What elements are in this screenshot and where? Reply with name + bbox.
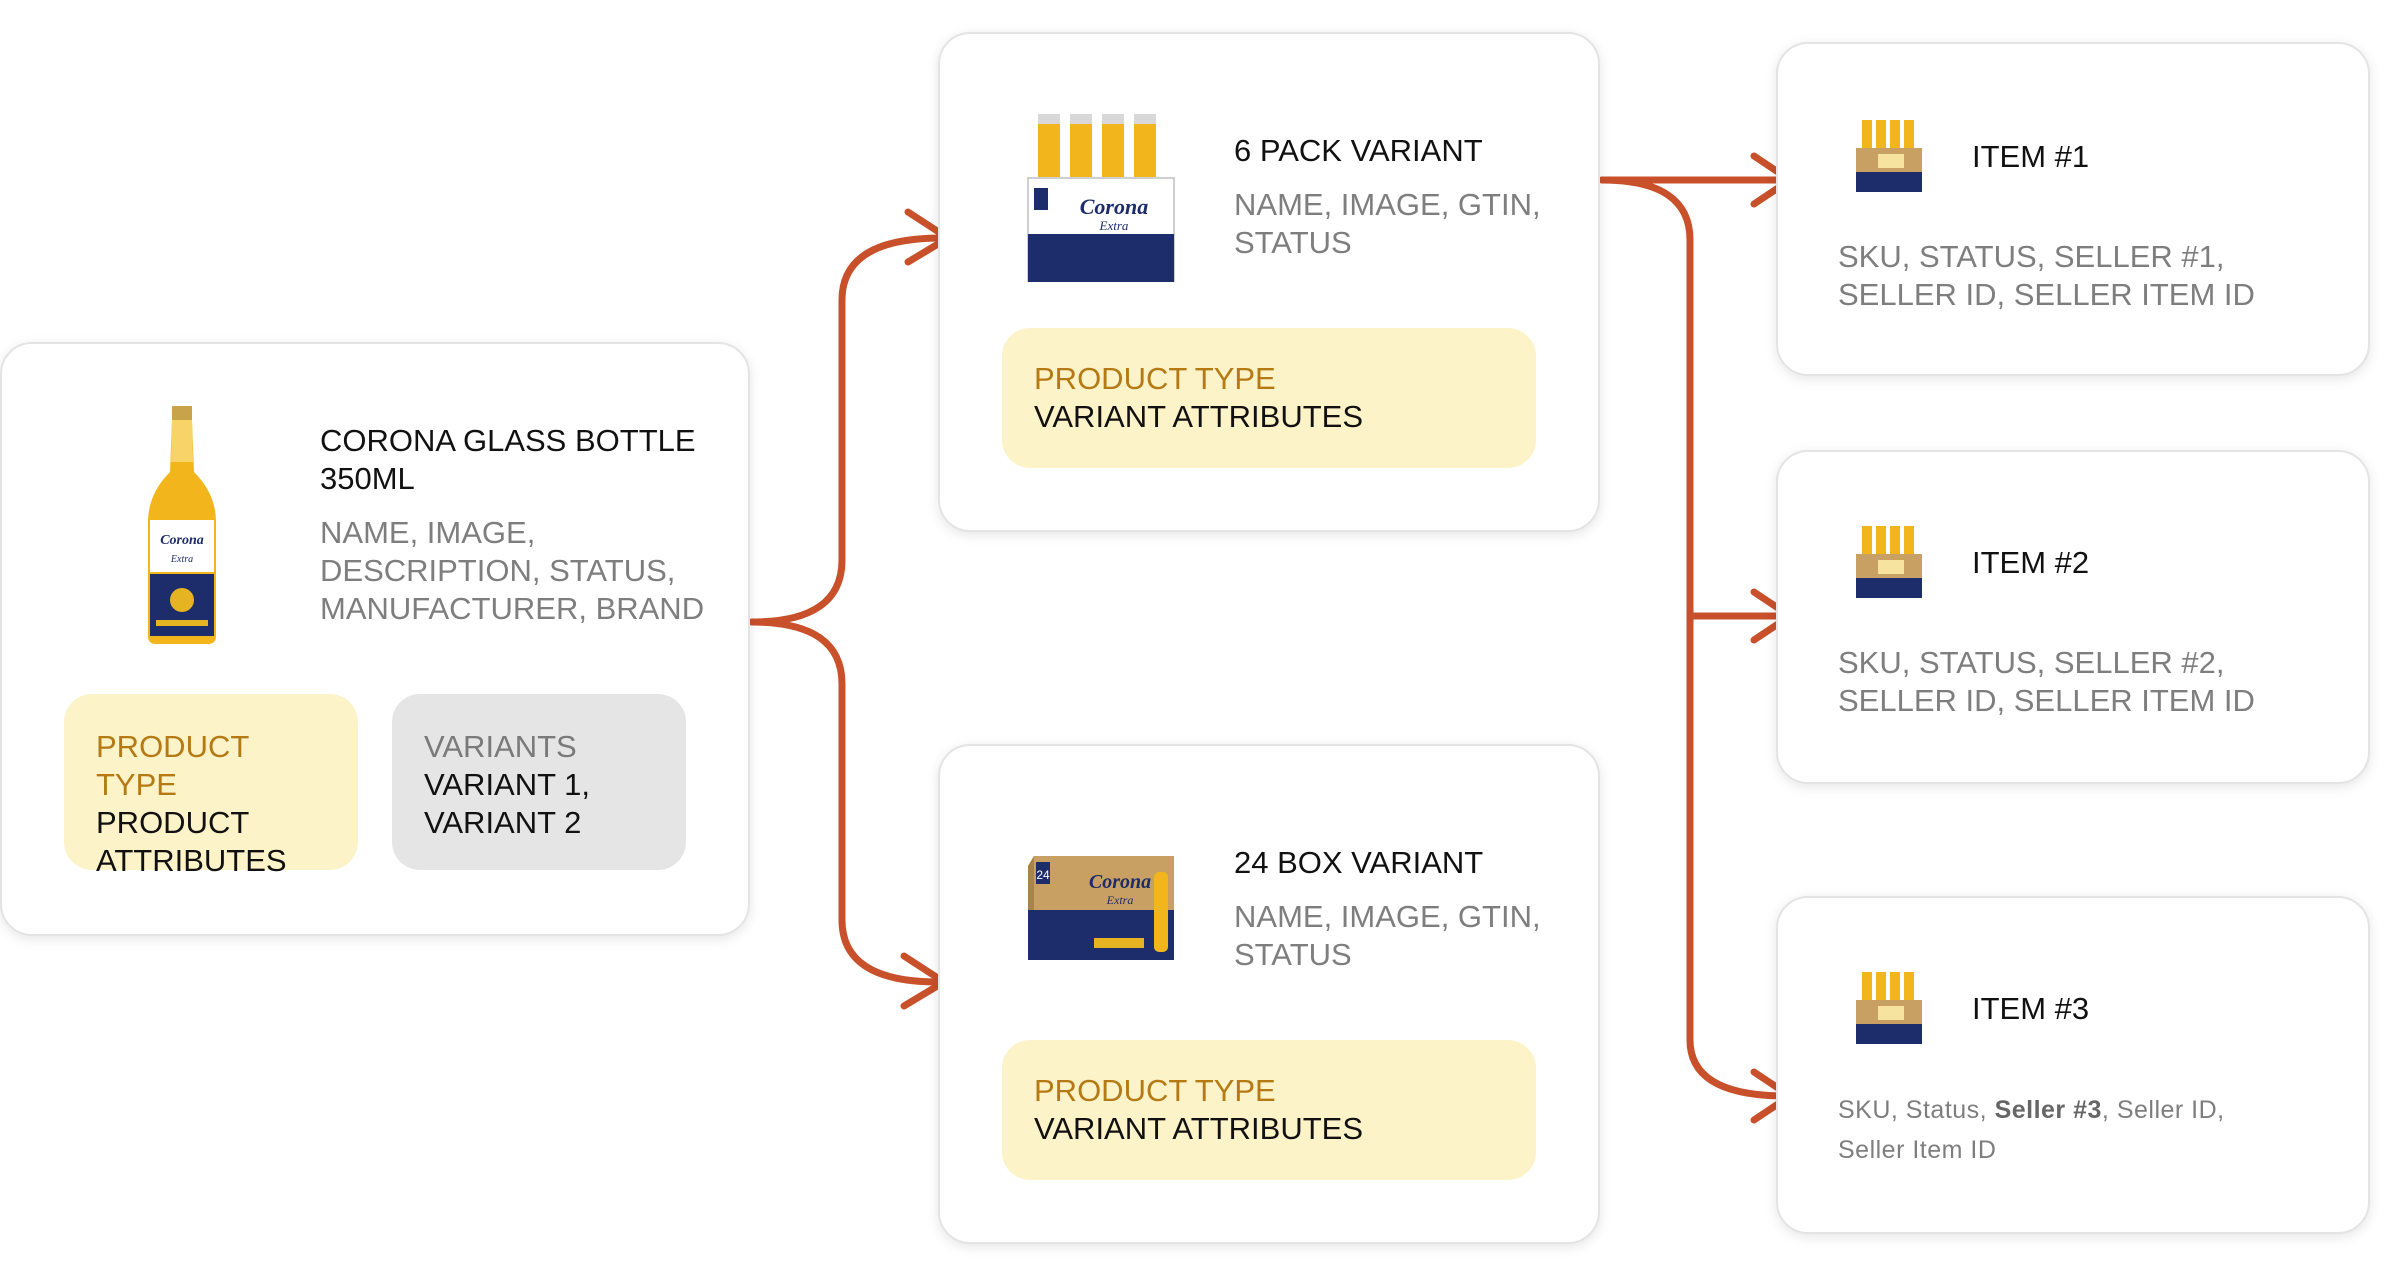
item-card-2[interactable] (1776, 450, 2370, 784)
item-2-attrs-line1: SKU, STATUS, SELLER #2, (1838, 645, 2225, 680)
variants-label: VARIANTS (424, 729, 577, 764)
variants-value-line2: VARIANT 2 (424, 805, 582, 840)
item-3-attrs-pre: SKU, Status, (1838, 1096, 1995, 1124)
item-2-title: ITEM #2 (1972, 545, 2090, 580)
product-type-value-line1: PRODUCT (96, 805, 250, 840)
product-type-pill: PRODUCT TYPE PRODUCT ATTRIBUTES (64, 694, 358, 878)
variant-2-attrs-line2: STATUS (1234, 937, 1352, 972)
product-type-value-line2: ATTRIBUTES (96, 843, 287, 878)
svg-text:Extra: Extra (1099, 218, 1129, 233)
variant-1-product-type-value: VARIANT ATTRIBUTES (1034, 399, 1363, 434)
item-1-title: ITEM #1 (1972, 139, 2090, 174)
item-card-3[interactable] (1776, 896, 2370, 1234)
corona-bottle-icon: Corona Extra (148, 406, 216, 644)
variant-1-attrs-line1: NAME, IMAGE, GTIN, (1234, 187, 1541, 222)
svg-text:Corona: Corona (1089, 871, 1151, 893)
product-title-line1: CORONA GLASS BOTTLE (320, 423, 696, 458)
svg-text:Extra: Extra (1106, 893, 1134, 907)
item-1-attrs-line1: SKU, STATUS, SELLER #1, (1838, 239, 2225, 274)
item-3-title: ITEM #3 (1972, 991, 2090, 1026)
svg-text:Corona: Corona (160, 533, 204, 548)
variant-2-attrs-line1: NAME, IMAGE, GTIN, (1234, 899, 1541, 934)
product-title-line2: 350ML (320, 461, 415, 496)
svg-text:Extra: Extra (170, 554, 193, 565)
item-2-attrs-line2: SELLER ID, SELLER ITEM ID (1838, 683, 2255, 718)
six-pack-small-icon (1856, 972, 1922, 1044)
six-pack-icon: Corona Extra (1027, 114, 1175, 282)
item-3-attrs-line2: Seller Item ID (1838, 1136, 1997, 1164)
product-attrs-line3: MANUFACTURER, BRAND (320, 591, 705, 626)
variant-2-product-type-pill: PRODUCT TYPE VARIANT ATTRIBUTES (1002, 1040, 1536, 1180)
variant-1-attrs-line2: STATUS (1234, 225, 1352, 260)
item-3-attrs-bold: Seller #3 (1994, 1096, 2102, 1124)
six-pack-small-icon (1856, 526, 1922, 598)
variant-1-product-type-pill: PRODUCT TYPE VARIANT ATTRIBUTES (1002, 328, 1536, 468)
svg-text:Corona: Corona (1080, 194, 1148, 219)
variant-2-product-type-label: PRODUCT TYPE (1034, 1073, 1276, 1108)
variants-pill: VARIANTS VARIANT 1, VARIANT 2 (392, 694, 686, 870)
item-3-attrs-post: , Seller ID, (2101, 1096, 2225, 1124)
variants-value-line1: VARIANT 1, (424, 767, 590, 802)
variant-1-title: 6 PACK VARIANT (1234, 133, 1483, 168)
six-pack-small-icon (1856, 120, 1922, 192)
item-3-attrs-line1: SKU, Status, Seller #3, Seller ID, (1838, 1090, 2225, 1130)
product-type-label: PRODUCT TYPE (96, 729, 249, 802)
item-card-1[interactable] (1776, 42, 2370, 376)
box-24-icon: 24 Corona Extra (1028, 856, 1174, 960)
product-attrs-line2: DESCRIPTION, STATUS, (320, 553, 676, 588)
product-attrs-line1: NAME, IMAGE, (320, 515, 536, 550)
brace-arrow-product-to-variants (748, 234, 946, 626)
variant-2-title: 24 BOX VARIANT (1234, 845, 1484, 880)
variant-1-product-type-label: PRODUCT TYPE (1034, 361, 1276, 396)
svg-text:24: 24 (1036, 868, 1050, 882)
item-1-attrs-line2: SELLER ID, SELLER ITEM ID (1838, 277, 2255, 312)
variant-2-product-type-value: VARIANT ATTRIBUTES (1034, 1111, 1363, 1146)
